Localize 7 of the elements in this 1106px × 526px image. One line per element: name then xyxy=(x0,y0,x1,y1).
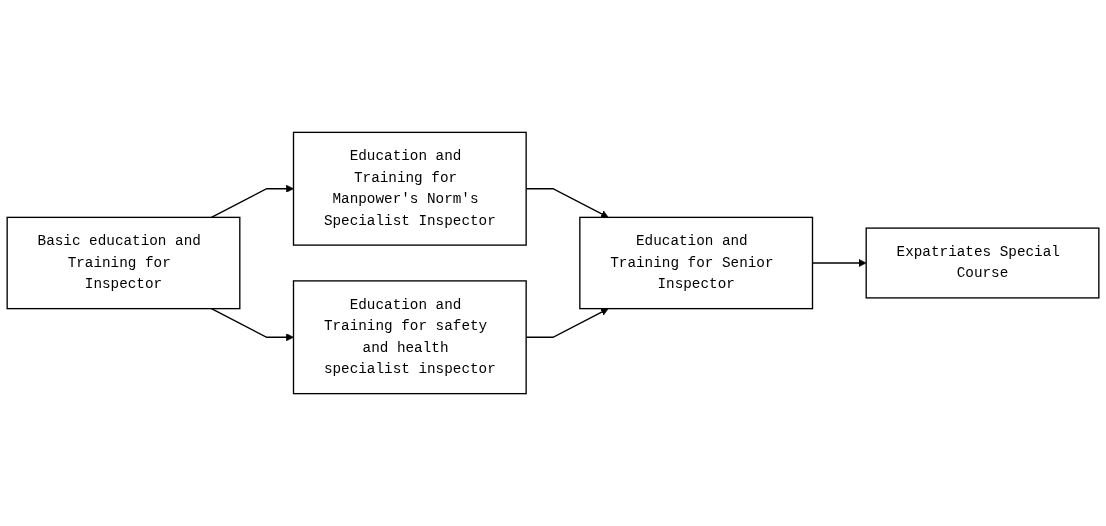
node-box: Education and Training for Manpower's Norm's Specialist Inspector xyxy=(292,131,527,246)
arrow xyxy=(210,307,294,342)
node-box: Education and Training for Senior Inspector xyxy=(579,216,814,310)
arrow xyxy=(210,184,294,219)
node-box: Expatriates Special Course xyxy=(865,227,1100,299)
node-box: Education and Training for safety and health specialist inspector xyxy=(292,280,527,395)
node-box: Basic education and Training for Inspector xyxy=(6,216,241,310)
